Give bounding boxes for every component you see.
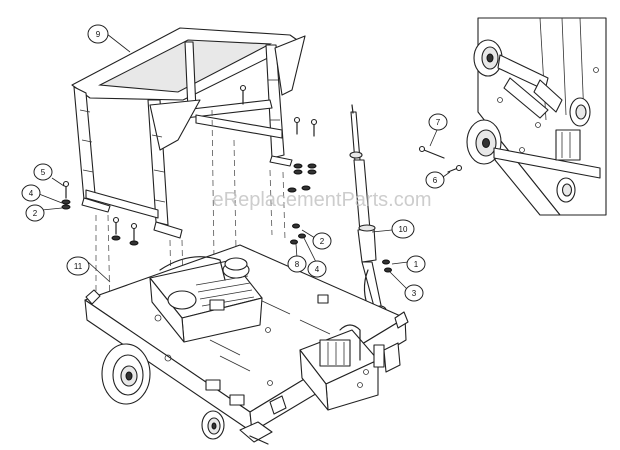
- bolt-b: [293, 116, 301, 135]
- callout-4-right: 4: [307, 260, 327, 278]
- callout-6-label: 6: [433, 176, 438, 185]
- bolt-lower-left: [111, 216, 139, 246]
- callout-5: 5: [33, 163, 53, 181]
- callout-2-right: 2: [312, 232, 332, 250]
- drive-mechanism: [299, 324, 401, 411]
- chassis-lugs: [85, 289, 409, 415]
- callout-11: 11: [66, 256, 90, 276]
- nut-group-right: [290, 223, 306, 245]
- pin-part: [418, 145, 445, 159]
- callout-7-label: 7: [436, 118, 441, 127]
- callout-9-label: 9: [96, 30, 101, 39]
- watermark-text: eReplacementParts.com: [213, 189, 432, 211]
- callout-4-left-label: 4: [29, 189, 34, 198]
- bolt-six: [447, 164, 463, 173]
- callout-1-label: 1: [414, 260, 419, 269]
- nut-group-lever: [382, 259, 392, 273]
- front-hitch: [239, 421, 273, 445]
- wheel-small: [201, 410, 225, 440]
- callout-2-left-label: 2: [33, 209, 38, 218]
- callout-2-left: 2: [25, 204, 45, 222]
- wheel-large: [101, 343, 151, 405]
- callout-11-label: 11: [74, 262, 83, 271]
- callout-10-label: 10: [399, 225, 408, 234]
- callout-5-label: 5: [41, 168, 46, 177]
- callout-4-left: 4: [21, 184, 41, 202]
- callout-1: 1: [406, 255, 426, 273]
- top-frame-part: [71, 27, 306, 239]
- callout-4-right-label: 4: [315, 265, 320, 274]
- washer-stack: [287, 163, 317, 193]
- callout-3-label: 3: [412, 289, 417, 298]
- callout-2-right-label: 2: [320, 237, 325, 246]
- callout-8-label: 8: [295, 260, 300, 269]
- engine-unit: [149, 256, 263, 343]
- callout-10: 10: [391, 219, 415, 239]
- bolt-c: [310, 118, 318, 137]
- callout-8: 8: [287, 255, 307, 273]
- hardware-bolts: [61, 84, 463, 273]
- bolt-a: [239, 84, 247, 105]
- callout-6: 6: [425, 171, 445, 189]
- callout-3: 3: [404, 284, 424, 302]
- detail-view: [466, 17, 607, 216]
- bolt-left-group: [61, 180, 71, 210]
- callout-9: 9: [87, 24, 109, 44]
- callout-7: 7: [428, 113, 448, 131]
- leader-lines: [38, 33, 451, 291]
